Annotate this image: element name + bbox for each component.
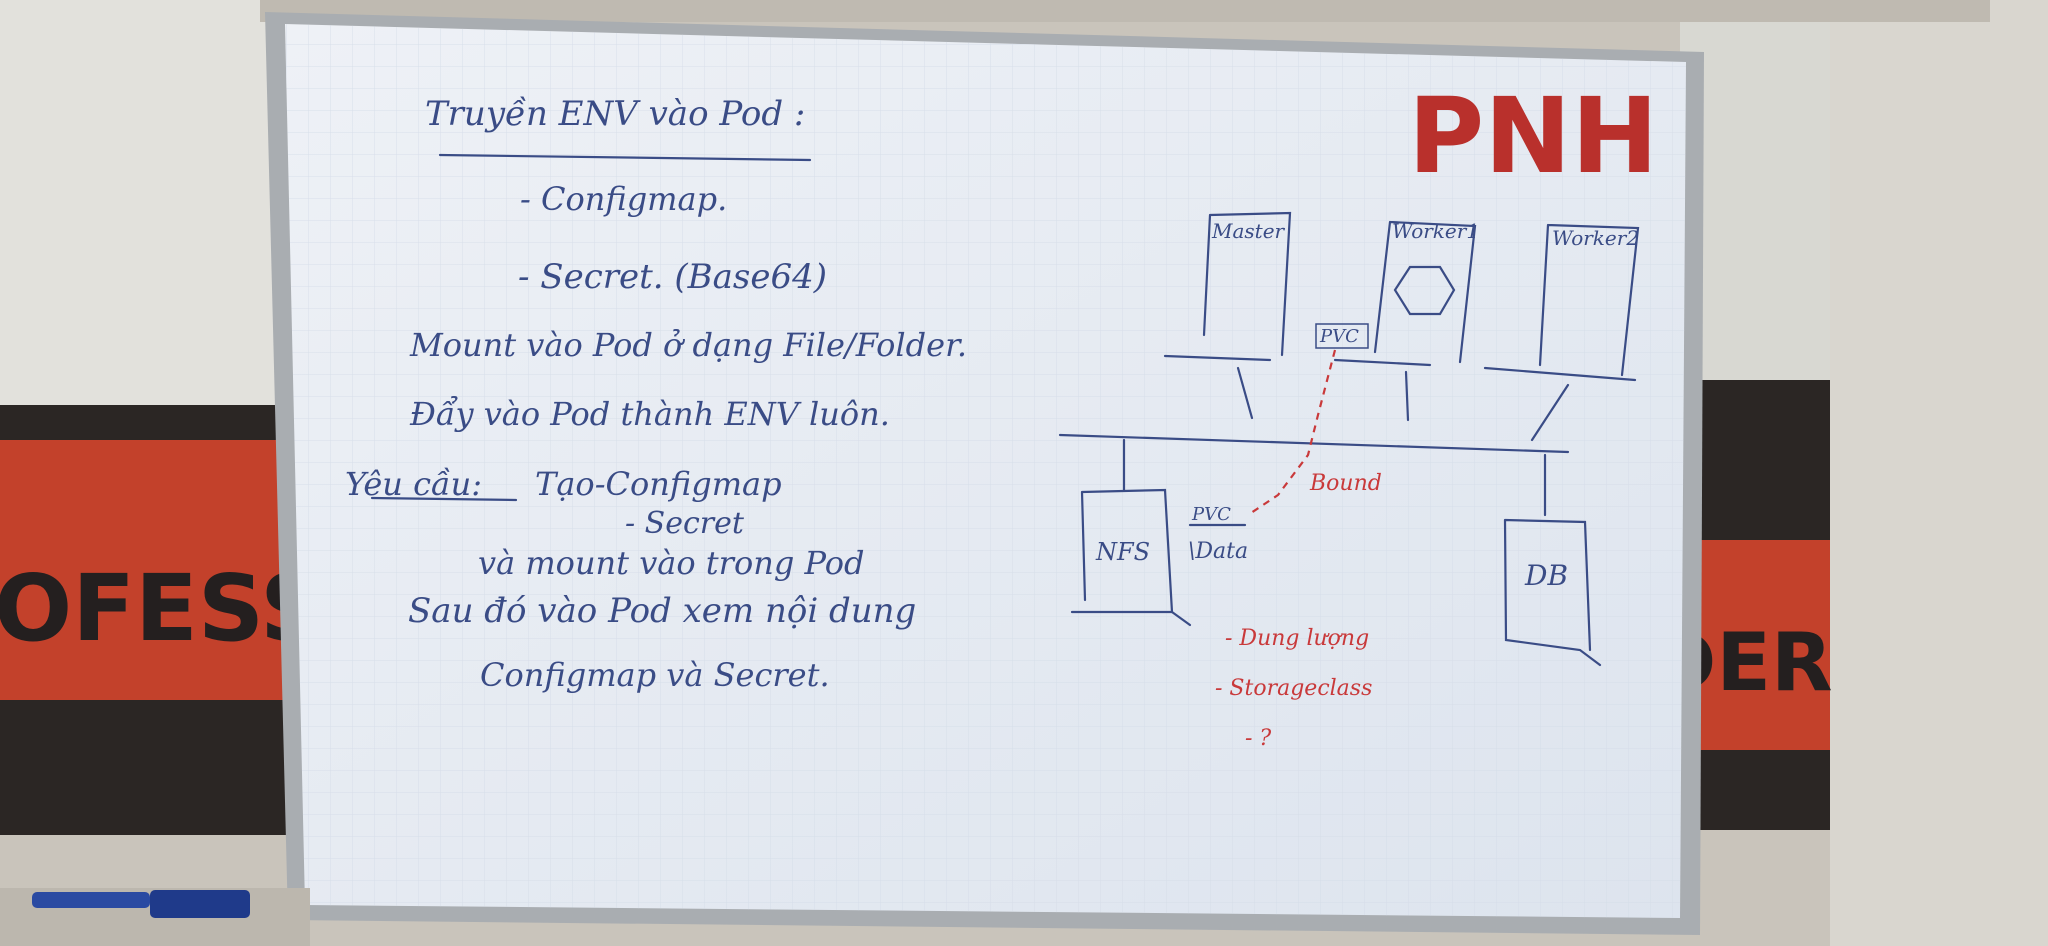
worker2-node-box [1538, 223, 1640, 377]
data-label: \Data [1188, 539, 1248, 564]
marker-icon[interactable] [32, 892, 150, 908]
db-label: DB [1524, 559, 1568, 592]
pvc-top-label: PVC [1319, 326, 1359, 347]
notes-req-line-4: Sau đó vào Pod xem nội dung [408, 591, 916, 631]
bound-label: Bound [1309, 471, 1382, 496]
notes-option-1: Mount vào Pod ở dạng File/Folder. [409, 326, 967, 364]
master-node-box [1202, 211, 1292, 357]
db-box [1503, 518, 1602, 667]
question-label: - ? [1245, 726, 1271, 751]
notes-req-line-3: và mount vào trong Pod [478, 544, 864, 582]
worker1-label: Worker1 [1392, 219, 1479, 243]
hexagon-icon [1393, 265, 1456, 316]
sign-left-text: OFESS [0, 555, 326, 662]
worker1-node-box [1373, 220, 1477, 364]
worker2-label: Worker2 [1552, 226, 1639, 250]
notes-req-line-5: Configmap và Secret. [480, 656, 830, 694]
cluster-diagram: Master Worker1 Worker2 NFS DB PVC PVC \D… [1058, 211, 1640, 751]
nfs-box [1070, 488, 1174, 614]
notes-req-label: Yêu cầu: [345, 465, 482, 503]
notes-req-line-1: Tạo-Configmap [535, 465, 782, 503]
notes-item-secret: - Secret. (Base64) [518, 257, 827, 297]
notes-title: Truyền ENV vào Pod : [425, 94, 805, 134]
bound-link [1247, 349, 1337, 516]
dung-luong-label: - Dung lượng [1225, 626, 1369, 651]
window-left [0, 0, 300, 420]
notes-req-line-2: - Secret [625, 506, 745, 541]
wall-right [1830, 0, 2048, 946]
notes-option-2: Đẩy vào Pod thành ENV luôn. [409, 395, 890, 433]
nfs-label: NFS [1095, 538, 1150, 566]
notes-item-configmap: - Configmap. [520, 180, 727, 218]
notes: Truyền ENV vào Pod : - Configmap. - Secr… [345, 94, 967, 694]
storageclass-label: - Storageclass [1215, 676, 1372, 701]
master-label: Master [1211, 219, 1286, 243]
pnh-logo: PNH [1408, 75, 1658, 197]
pvc-bottom-label: PVC [1191, 504, 1231, 525]
eraser-icon[interactable] [150, 890, 250, 918]
